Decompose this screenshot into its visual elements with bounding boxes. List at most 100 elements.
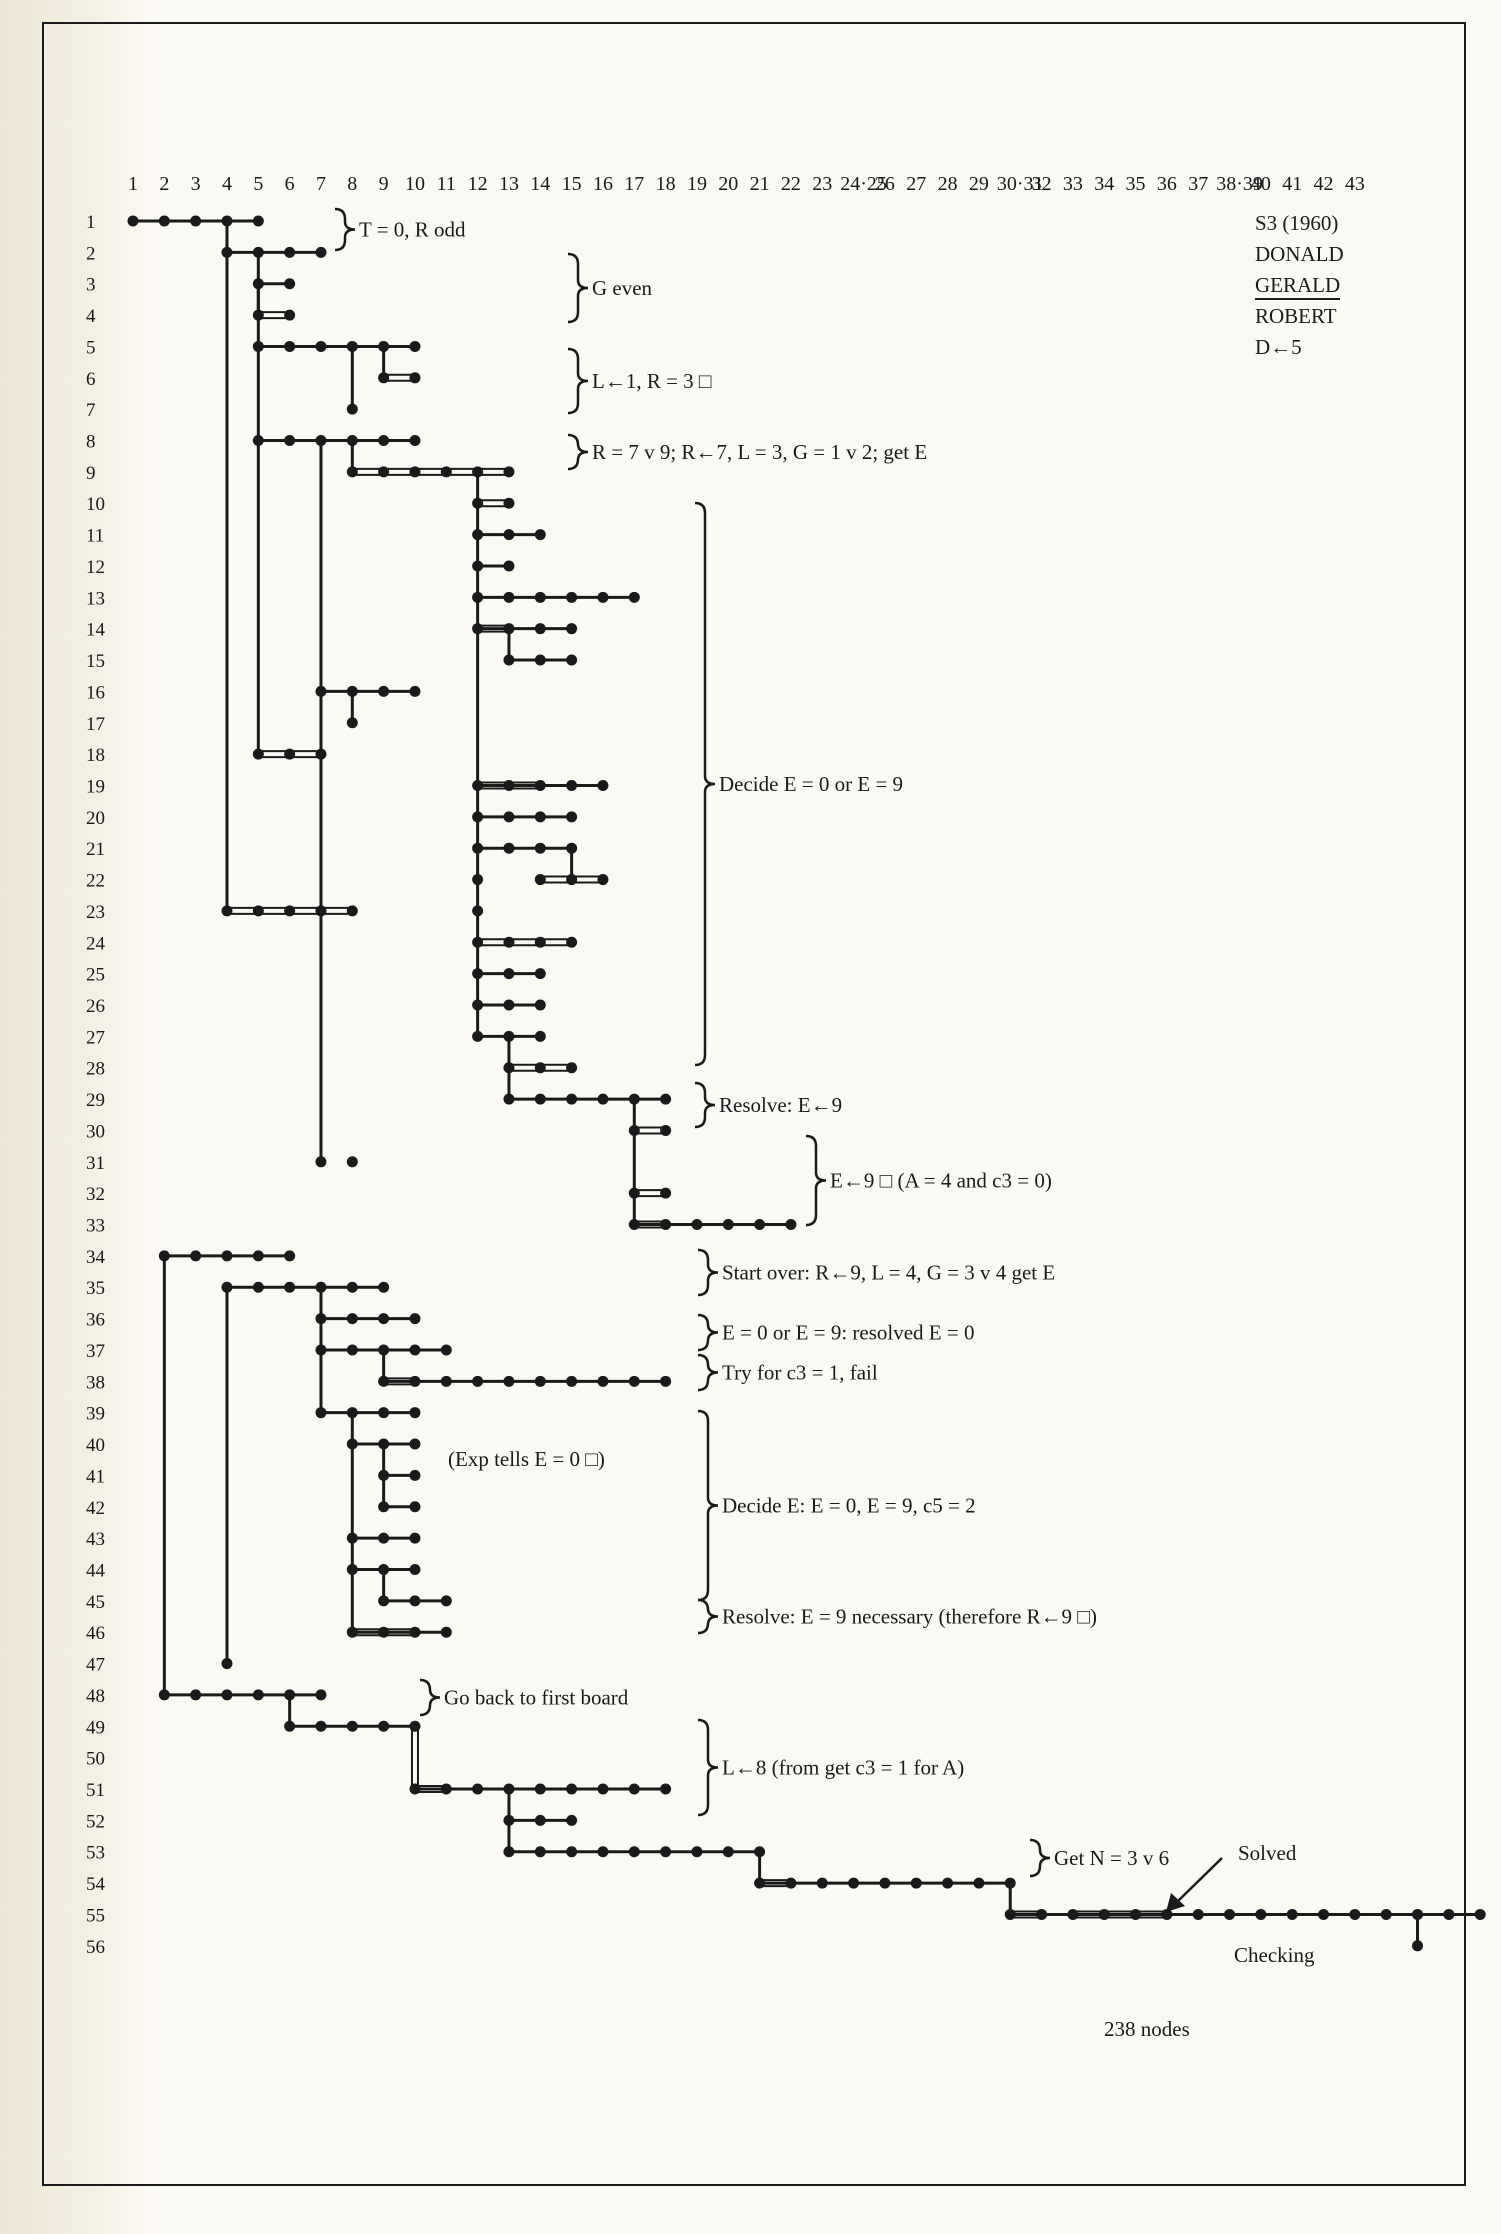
- tree-node: [534, 968, 546, 980]
- tree-node: [566, 654, 578, 666]
- tree-node: [472, 623, 484, 635]
- tree-node: [472, 466, 484, 478]
- tree-node: [346, 1438, 358, 1450]
- tree-node: [1098, 1908, 1110, 1920]
- row-number: 26: [86, 996, 105, 1017]
- tree-node: [346, 1281, 358, 1293]
- tree-node: [409, 1720, 421, 1732]
- annotation-brace: [1029, 1838, 1051, 1878]
- tree-node: [534, 779, 546, 791]
- tree-node: [378, 1563, 390, 1575]
- tree-node: [252, 435, 264, 447]
- column-number: 26: [875, 173, 895, 195]
- tree-node: [252, 1689, 264, 1701]
- tree-node: [346, 435, 358, 447]
- row-number: 47: [86, 1655, 105, 1676]
- tree-node: [409, 1313, 421, 1325]
- tree-node: [503, 497, 515, 509]
- tree-node: [472, 1375, 484, 1387]
- tree-node: [378, 1344, 390, 1356]
- problem-header: S3 (1960) DONALD GERALD ROBERT D←5: [1255, 208, 1344, 363]
- tree-node: [503, 936, 515, 948]
- header-title: S3 (1960): [1255, 211, 1339, 235]
- tree-node: [409, 1469, 421, 1481]
- tree-node: [252, 278, 264, 290]
- tree-node: [284, 748, 296, 760]
- annotation-brace: [694, 1081, 716, 1129]
- tree-node: [221, 1281, 233, 1293]
- tree-node: [534, 811, 546, 823]
- tree-node: [660, 1846, 672, 1858]
- row-number: 39: [86, 1404, 105, 1425]
- row-number: 18: [86, 745, 105, 766]
- header-sum: ROBERT: [1255, 304, 1337, 328]
- tree-node: [879, 1877, 891, 1889]
- tree-node: [346, 685, 358, 697]
- tree-node: [472, 497, 484, 509]
- tree-node: [785, 1219, 797, 1231]
- tree-node: [378, 372, 390, 384]
- tree-node: [597, 1093, 609, 1105]
- tree-node: [566, 1062, 578, 1074]
- column-number: 21: [750, 173, 770, 195]
- tree-node: [1004, 1877, 1016, 1889]
- tree-node: [597, 779, 609, 791]
- row-number: 30: [86, 1121, 105, 1142]
- row-number: 21: [86, 839, 105, 860]
- node-count: 238 nodes: [1104, 2017, 1190, 2041]
- tree-node: [346, 466, 358, 478]
- tree-node: [1380, 1908, 1392, 1920]
- tree-node: [252, 246, 264, 258]
- annotation-label: Resolve: E = 9 necessary (therefore R←9 …: [722, 1605, 1097, 1629]
- row-number: 45: [86, 1592, 105, 1613]
- header-assignment: D←5: [1255, 335, 1302, 359]
- tree-node: [221, 1658, 233, 1670]
- tree-node: [534, 1375, 546, 1387]
- column-number: 4: [222, 173, 232, 195]
- row-number: 38: [86, 1372, 105, 1393]
- tree-node: [284, 1689, 296, 1701]
- tree-node: [534, 623, 546, 635]
- column-number: 11: [437, 173, 456, 195]
- tree-node: [566, 591, 578, 603]
- column-number: 35: [1126, 173, 1146, 195]
- row-number: 52: [86, 1811, 105, 1832]
- tree-node: [566, 936, 578, 948]
- tree-node: [315, 246, 327, 258]
- tree-node: [221, 215, 233, 227]
- tree-node: [440, 1344, 452, 1356]
- side-note: (Exp tells E = 0 □): [448, 1447, 605, 1471]
- row-number: 6: [86, 369, 96, 390]
- tree-node: [409, 1344, 421, 1356]
- tree-node: [597, 591, 609, 603]
- column-number: 18: [656, 173, 676, 195]
- column-number: 14: [530, 173, 550, 195]
- tree-node: [346, 1156, 358, 1168]
- tree-node: [252, 340, 264, 352]
- tree-node: [503, 654, 515, 666]
- tree-node: [1192, 1908, 1204, 1920]
- row-number: 10: [86, 494, 105, 515]
- column-number: 19: [687, 173, 707, 195]
- tree-node: [252, 748, 264, 760]
- tree-node: [252, 905, 264, 917]
- figure-frame: [42, 22, 1466, 2186]
- tree-node: [628, 1093, 640, 1105]
- tree-node: [503, 1375, 515, 1387]
- column-number: 17: [624, 173, 644, 195]
- tree-node: [378, 1281, 390, 1293]
- column-number: 28: [938, 173, 958, 195]
- tree-node: [660, 1783, 672, 1795]
- annotation-label: Get N = 3 v 6: [1054, 1846, 1169, 1870]
- tree-node: [378, 1501, 390, 1513]
- column-number: 7: [316, 173, 326, 195]
- tree-node: [628, 1846, 640, 1858]
- tree-node: [346, 1344, 358, 1356]
- column-number: 16: [593, 173, 613, 195]
- tree-node: [221, 1250, 233, 1262]
- tree-node: [1161, 1908, 1173, 1920]
- row-number: 22: [86, 871, 105, 892]
- checking-label: Checking: [1234, 1943, 1315, 1967]
- tree-node: [1036, 1908, 1048, 1920]
- tree-node: [252, 215, 264, 227]
